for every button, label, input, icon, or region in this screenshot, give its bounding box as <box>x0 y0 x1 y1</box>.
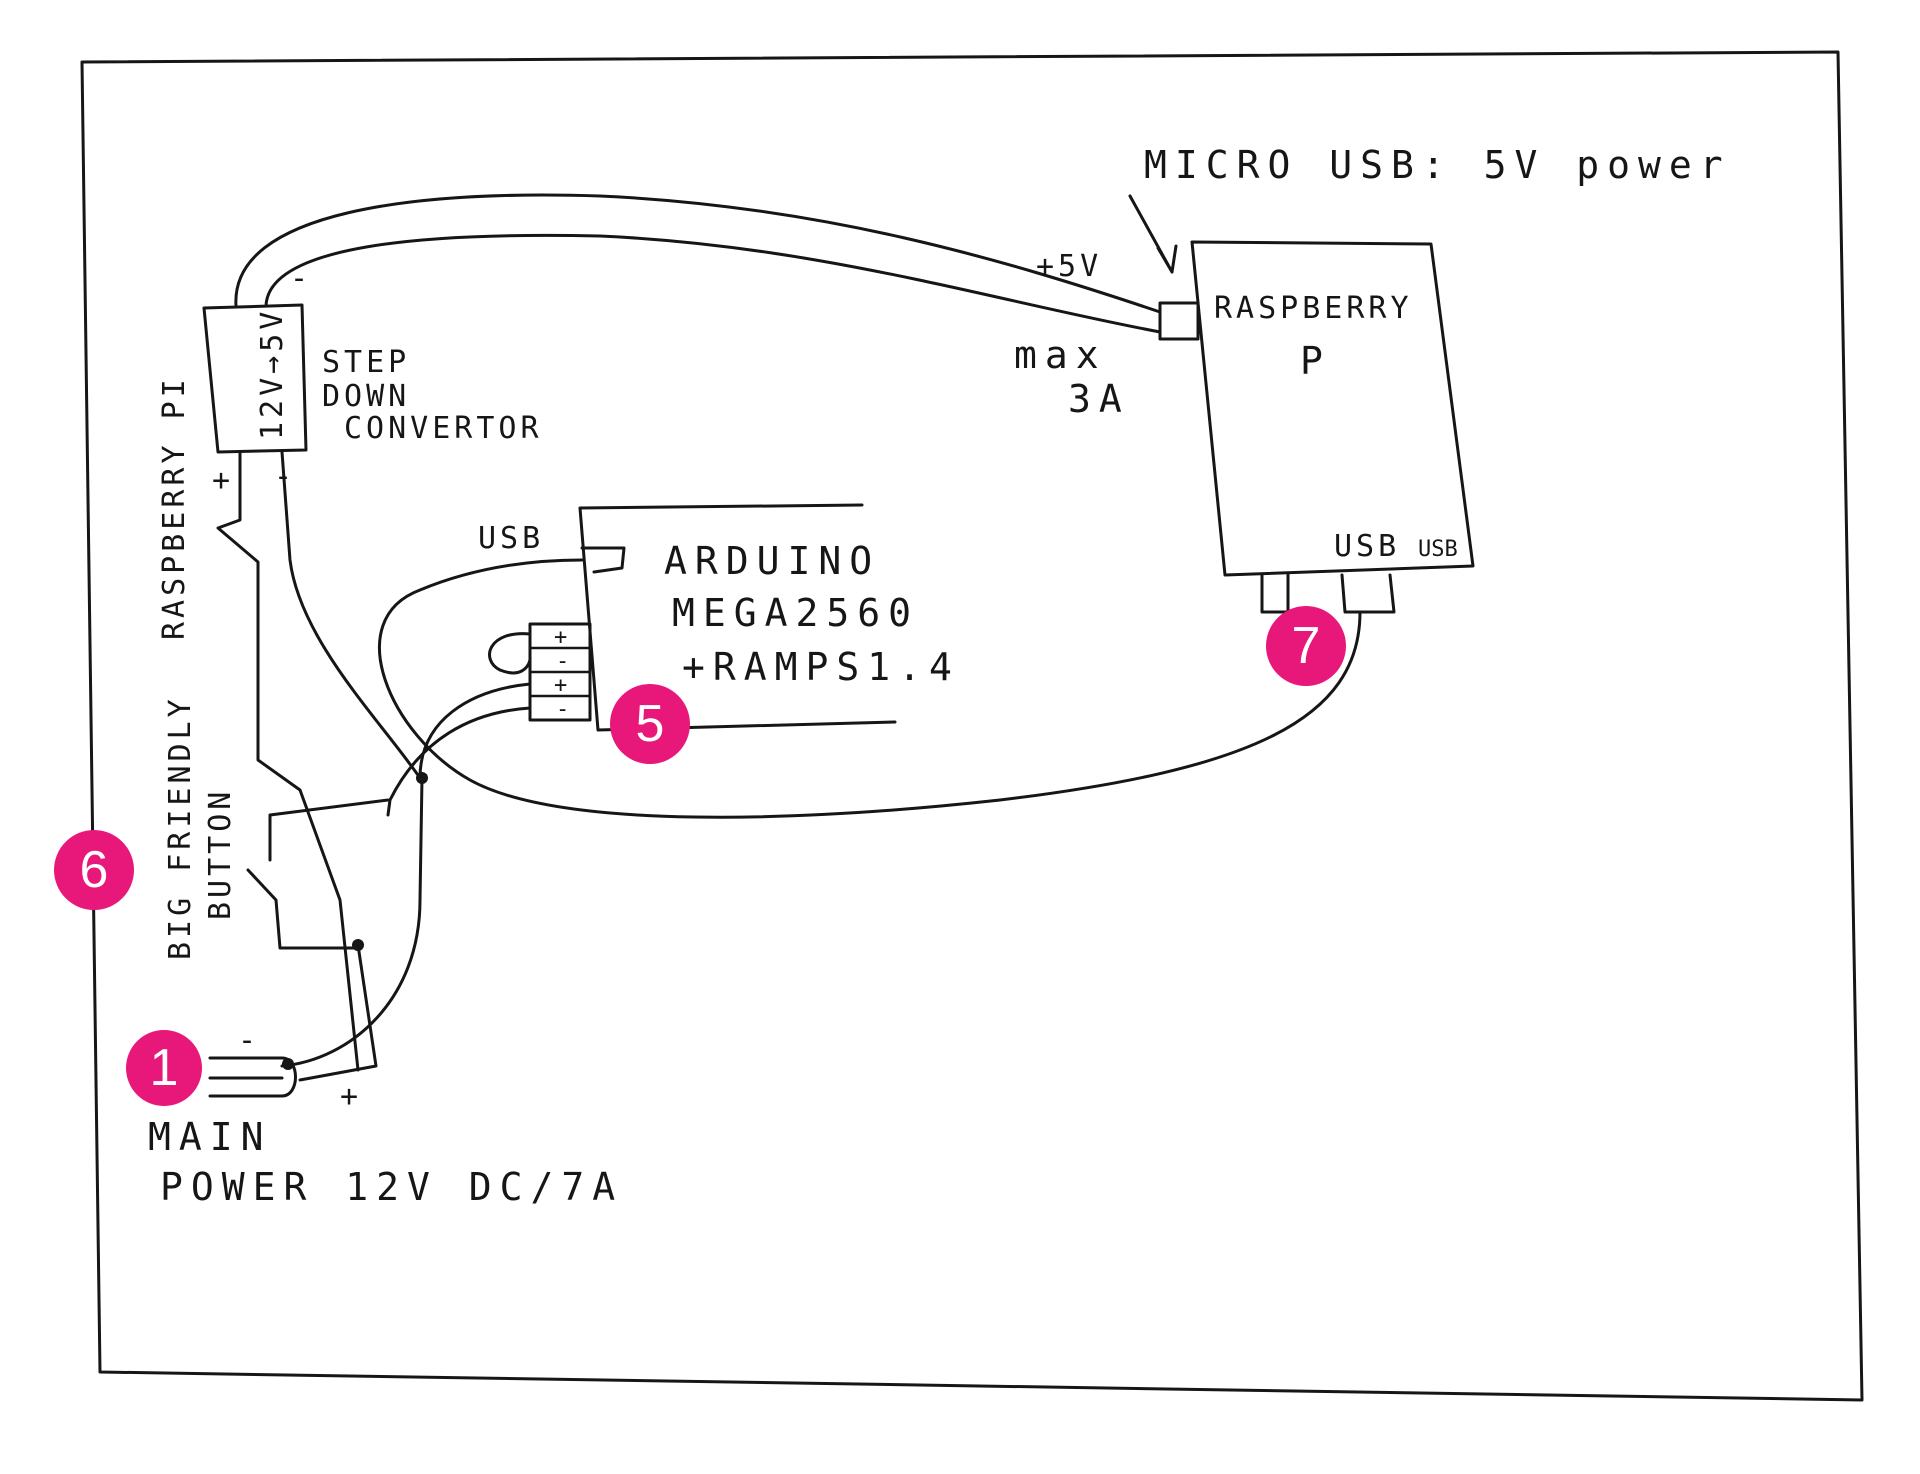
label-plus-converter: + <box>212 463 234 498</box>
label-minus-top: - <box>290 261 312 296</box>
label-3a: 3A <box>1068 377 1130 421</box>
svg-text:1: 1 <box>150 1039 179 1097</box>
raspberry-pi-power-port <box>1158 301 1200 341</box>
label-convertor: CONVERTOR <box>344 411 543 446</box>
label-minus-main: - <box>238 1023 260 1058</box>
pin-plus-1: + <box>554 625 567 650</box>
label-minus-converter: - <box>274 459 296 494</box>
wire-arduino-minus-2 <box>386 706 532 817</box>
wire-converter-minus <box>280 450 422 780</box>
label-arduino: ARDUINO <box>664 539 880 583</box>
arduino-box <box>578 503 897 732</box>
button-switch <box>246 798 390 950</box>
svg-text:5: 5 <box>636 695 665 753</box>
label-big-friendly: BIG FRIENDLY <box>163 695 198 960</box>
badge-7: 7 <box>1266 606 1346 686</box>
label-raspberry-2: P <box>1300 339 1331 383</box>
cable-usb-pi-arduino <box>378 558 1362 819</box>
pin-plus-2: + <box>554 673 567 698</box>
label-ramps: +RAMPS1.4 <box>682 645 960 689</box>
label-raspberry-1: RASPBERRY <box>1214 291 1413 326</box>
pin-minus-1: - <box>556 649 569 674</box>
label-max: max <box>1014 333 1107 377</box>
raspberry-pi-usb-port-left <box>1260 573 1290 614</box>
step-down-converter-box <box>202 303 308 454</box>
pin-minus-2: - <box>556 697 569 722</box>
wire-arduino-plus-1 <box>488 632 532 675</box>
label-plus-main: + <box>340 1079 362 1114</box>
label-usb-pi-right: USB <box>1418 537 1458 562</box>
label-step: STEP <box>322 345 410 380</box>
label-plus5v: +5V <box>1036 249 1102 284</box>
raspberry-pi-usb-port-right <box>1340 573 1396 614</box>
label-down: DOWN <box>322 379 410 414</box>
label-button: BUTTON <box>203 788 238 920</box>
label-main-power: POWER 12V DC/7A <box>160 1165 623 1209</box>
wire-converter-plus <box>216 450 360 1072</box>
cable-5v-outer <box>234 193 1162 314</box>
badge-6: 6 <box>54 830 134 910</box>
page-frame <box>80 50 1864 1402</box>
badge-5: 5 <box>610 684 690 764</box>
raspberry-pi-box <box>1190 240 1475 577</box>
label-usb-pi-left: USB <box>1334 529 1400 564</box>
svg-text:7: 7 <box>1292 617 1321 675</box>
arrow-micro-usb <box>1128 194 1178 274</box>
junction-dot-main <box>282 1058 294 1070</box>
wire-main-minus <box>280 776 424 1068</box>
label-converter-ratio: 12V→5V <box>255 308 290 440</box>
label-mega2560: MEGA2560 <box>672 591 919 635</box>
main-power-plug <box>208 1056 297 1098</box>
label-micro-usb: MICRO USB: 5V power <box>1144 143 1731 187</box>
arduino-usb-port <box>580 546 626 574</box>
svg-text:6: 6 <box>80 841 109 899</box>
label-raspberry-pi-vertical: RASPBERRY PI <box>157 375 192 640</box>
cable-5v-inner <box>264 233 1162 334</box>
badge-1: 1 <box>126 1030 202 1106</box>
label-main: MAIN <box>148 1115 272 1159</box>
label-usb-arduino: USB <box>478 521 544 556</box>
wire-main-plus <box>298 943 378 1082</box>
wire-arduino-plus-2 <box>418 682 532 780</box>
